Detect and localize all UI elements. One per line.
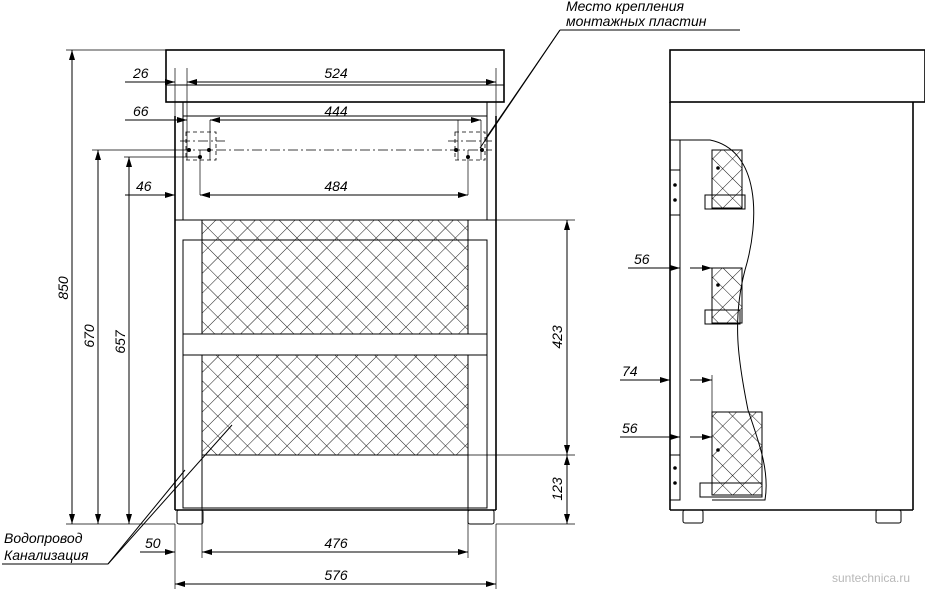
side-view: 56 74 56 xyxy=(620,49,925,524)
upper-drawer-hatch xyxy=(201,219,469,335)
dim-524: 524 xyxy=(324,65,348,81)
dim-66: 66 xyxy=(133,103,149,119)
side-foot-left xyxy=(682,509,704,524)
sink-rim xyxy=(182,101,488,117)
dim-123: 123 xyxy=(549,477,565,501)
label-mounting-line1: Место крепления xyxy=(566,0,685,14)
dim-423: 423 xyxy=(549,325,565,349)
foot-left xyxy=(176,509,204,525)
front-dimensions: 850 670 657 26 524 66 444 xyxy=(2,0,740,589)
mounting-plate-right xyxy=(454,131,486,161)
dim-side-56-top: 56 xyxy=(634,251,650,267)
dim-side-56-bottom: 56 xyxy=(622,420,638,436)
dim-26: 26 xyxy=(132,65,149,81)
dim-476: 476 xyxy=(324,535,348,551)
front-view xyxy=(165,49,505,525)
dim-670: 670 xyxy=(81,324,97,348)
mounting-plate-left xyxy=(185,131,217,161)
dim-50: 50 xyxy=(145,535,161,551)
dim-850: 850 xyxy=(55,276,71,300)
watermark: suntechnica.ru xyxy=(832,571,910,585)
dim-46: 46 xyxy=(136,178,152,194)
label-water-supply: Водопровод xyxy=(4,530,83,546)
side-hatch-mid xyxy=(711,267,743,324)
lower-drawer-hatch xyxy=(201,354,469,456)
side-countertop xyxy=(669,49,925,103)
dim-side-74: 74 xyxy=(622,363,638,379)
label-sewage: Канализация xyxy=(4,547,89,563)
side-foot-right xyxy=(875,509,902,524)
side-hatch-bottom xyxy=(711,411,763,496)
label-mounting-line2: монтажных пластин xyxy=(566,13,707,29)
dim-576: 576 xyxy=(324,567,348,583)
foot-right xyxy=(467,509,495,525)
dim-657: 657 xyxy=(112,329,128,354)
dim-484: 484 xyxy=(324,178,348,194)
dim-444: 444 xyxy=(324,103,348,119)
side-hatch-top xyxy=(711,149,743,209)
